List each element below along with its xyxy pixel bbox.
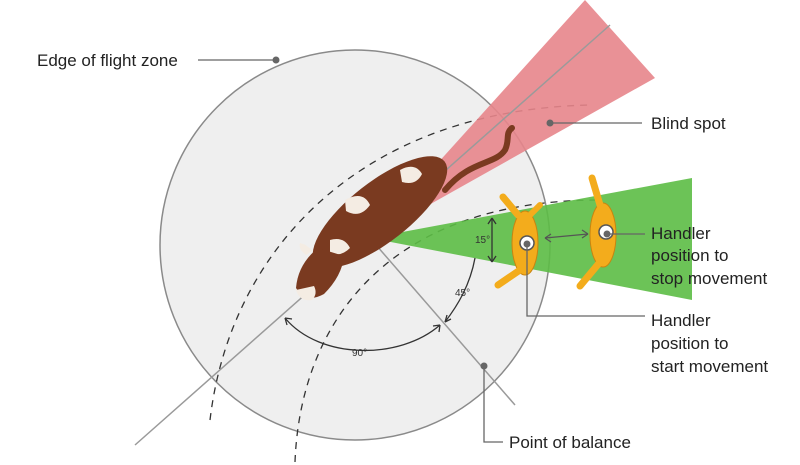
dashed-arc-inner <box>294 199 601 463</box>
dashed-arc-outer <box>209 104 591 421</box>
callout-dot-handler-start <box>523 240 531 248</box>
label-handler-start-1: Handler <box>651 311 711 330</box>
label-handler-stop-2: position to <box>651 246 729 265</box>
label-handler-start-2: position to <box>651 334 729 353</box>
angle-45-mark <box>444 257 476 323</box>
cow-ear <box>299 243 312 255</box>
cow-body <box>312 156 448 268</box>
callout-dot-edge <box>272 56 280 64</box>
label-handler-start-3: start movement <box>651 357 768 376</box>
label-point-of-balance: Point of balance <box>509 433 631 452</box>
cow-patch-2 <box>345 196 370 214</box>
angle-90-label: 90° <box>352 348 367 359</box>
label-edge-of-flight-zone: Edge of flight zone <box>37 51 178 70</box>
label-blind-spot: Blind spot <box>651 114 726 133</box>
callout-line-handler-start <box>526 244 645 317</box>
angle-15-mark <box>487 217 497 263</box>
balance-line <box>369 237 516 406</box>
angle-15-label: 15° <box>475 235 490 246</box>
cow-illustration <box>296 125 515 301</box>
handler-move-arrow <box>544 229 589 243</box>
angle-90-mark <box>284 317 441 352</box>
cow-tail <box>442 125 515 193</box>
cow-patch-1 <box>400 166 422 183</box>
cow-patch-3 <box>330 239 350 255</box>
callout-line-balance <box>483 366 503 443</box>
handler-stop-figure <box>576 174 617 290</box>
label-handler-stop-3: stop movement <box>651 269 767 288</box>
callout-dot-blind-spot <box>546 119 554 127</box>
cow-muzzle <box>296 286 316 301</box>
label-handler-stop-1: Handler <box>651 224 711 243</box>
angle-45-label: 45° <box>455 288 470 299</box>
cow-head <box>296 248 344 298</box>
callout-dot-balance <box>480 362 488 370</box>
callout-dot-handler-stop <box>603 230 611 238</box>
